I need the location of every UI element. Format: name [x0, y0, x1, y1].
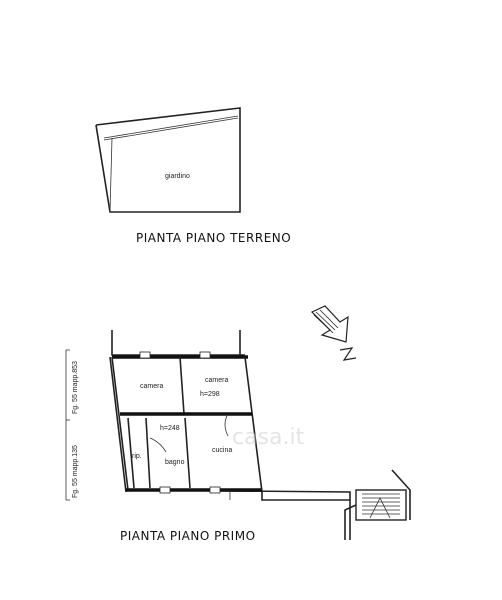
- room-height-hall: h=248: [160, 425, 180, 432]
- outer-wall: [111, 330, 245, 356]
- ground-floor-plan: giardino PIANTA PIANO TERRENO: [95, 107, 291, 245]
- room-label-camera-right: camera: [205, 377, 228, 384]
- parcel-label-lower: Fg. 55 mapp.135: [72, 445, 79, 498]
- room-label-bathroom: bagno: [165, 459, 185, 466]
- room-label-storage: rip.: [132, 453, 142, 460]
- first-floor-title: PIANTA PIANO PRIMO: [120, 529, 256, 543]
- ground-floor-title: PIANTA PIANO TERRENO: [136, 231, 291, 245]
- room-label-giardino: giardino: [165, 173, 190, 180]
- garden-outline: [95, 107, 241, 213]
- room-label-kitchen: cucina: [212, 447, 232, 454]
- north-arrow-icon: [310, 305, 357, 361]
- room-height-camera: h=298: [200, 391, 220, 398]
- first-floor-plan: camera camera h=298 h=248 rip. bagno cuc…: [65, 330, 411, 543]
- watermark: casa.it: [232, 425, 305, 450]
- room-label-camera-left: camera: [140, 383, 163, 390]
- parcel-label-upper: Fg. 55 mapp.853: [72, 361, 79, 414]
- staircase: [355, 489, 407, 521]
